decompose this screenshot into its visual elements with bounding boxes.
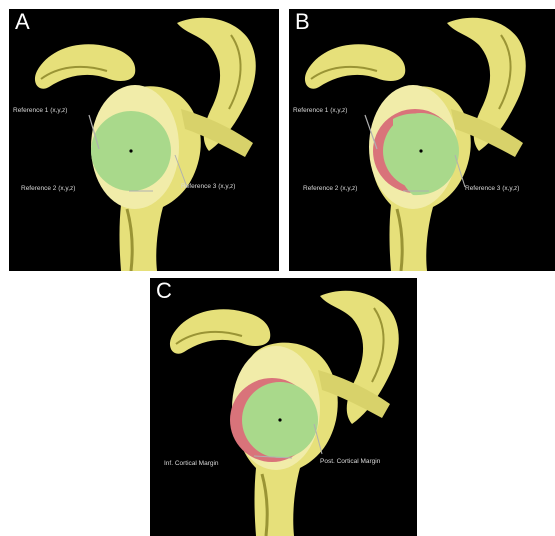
reference-1-label: Reference 1 (x,y,z) [293, 108, 347, 115]
reference-1-label: Reference 1 (x,y,z) [13, 108, 67, 115]
panel-a: A Reference 1 (x,y,z) Reference 2 (x,y,z… [9, 9, 279, 271]
inf-cortical-margin-label: Inf. Cortical Margin [164, 461, 219, 468]
panel-c: C Inf. Cortical Margin Post. Cortical Ma… [150, 278, 417, 536]
scapula-render-b [289, 9, 555, 271]
panel-letter-b: B [295, 11, 310, 33]
circle-center-point [419, 149, 422, 152]
circle-center-point [278, 418, 281, 421]
reference-2-label: Reference 2 (x,y,z) [303, 186, 357, 193]
scapula-render-c [150, 278, 417, 536]
post-cortical-margin-label: Post. Cortical Margin [320, 459, 380, 466]
reference-3-label: Reference 3 (x,y,z) [465, 186, 519, 193]
reference-2-label: Reference 2 (x,y,z) [21, 186, 75, 193]
circle-center-point [129, 149, 132, 152]
reference-3-label: Reference 3 (x,y,z) [181, 184, 235, 191]
panel-letter-a: A [15, 11, 30, 33]
scapula-render-a [9, 9, 279, 271]
panel-b: B Reference 1 (x,y,z) Reference 2 (x,y,z… [289, 9, 555, 271]
panel-letter-c: C [156, 280, 172, 302]
